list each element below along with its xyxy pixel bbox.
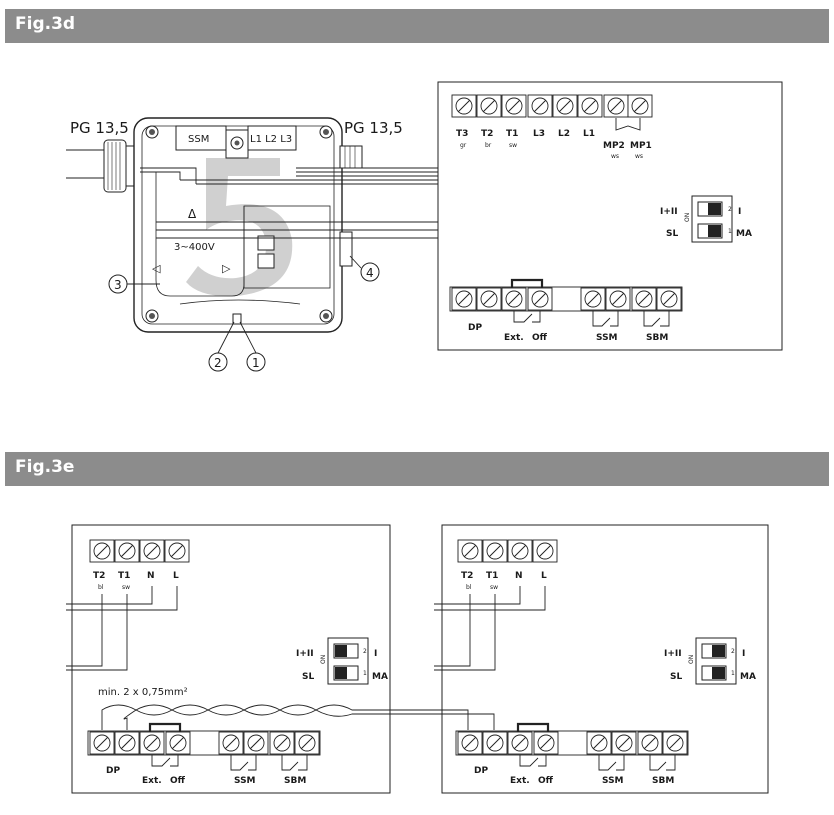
terminal-L2: L2: [558, 129, 570, 139]
arrow-left-icon: ◁: [152, 262, 161, 275]
left-terminal-T2: T2: [93, 571, 105, 581]
pg-right-label: PG 13,5: [344, 119, 403, 137]
label-sbm: SBM: [646, 333, 668, 343]
cable-note: min. 2 x 0,75mm²: [98, 687, 188, 698]
terminal-MP1: MP1: [630, 141, 652, 151]
color-gr: gr: [460, 142, 467, 149]
terminal-MP2: MP2: [603, 141, 625, 151]
left-label-sbm: SBM: [284, 776, 306, 786]
left-dip-num-1: 1: [363, 670, 367, 677]
left-terminal-L: L: [173, 571, 179, 581]
terminal-T3: T3: [456, 129, 468, 139]
label-ext: Ext.: [504, 333, 524, 343]
dip-num-1: 1: [728, 228, 732, 235]
terminal-box-housing: [133, 117, 363, 333]
callout-3: 3: [114, 278, 122, 292]
fig3e-left-dip-switch: [327, 637, 369, 685]
fig3d-dip-switch: [691, 195, 733, 243]
left-dip-num-2: 2: [363, 648, 367, 655]
left-dip-on: ON: [320, 655, 327, 664]
label-off: Off: [532, 333, 548, 343]
dip-num-2: 2: [728, 206, 732, 213]
fig3e-right-top-terminals: [434, 539, 558, 671]
left-label-ext: Ext.: [142, 776, 162, 786]
ssm-terminal: [175, 125, 227, 151]
delta-symbol: Δ: [188, 207, 197, 221]
pg-left-label: PG 13,5: [70, 119, 129, 137]
color-sw: sw: [509, 142, 517, 149]
l123-terminal: [247, 125, 297, 151]
right-dip-num-1: 1: [731, 670, 735, 677]
left-label-off: Off: [170, 776, 186, 786]
terminal-T1: T1: [506, 129, 518, 139]
right-label-sbm: SBM: [652, 776, 674, 786]
fig-3e-title: Fig.3e: [15, 457, 75, 477]
callout-2: 2: [214, 356, 222, 370]
left-dip-label-i: I: [374, 649, 377, 659]
left-color-sw: sw: [122, 584, 130, 591]
fig-3e-title-bar: Fig.3e: [5, 452, 829, 486]
fig3d-callouts: 1 2 3 4: [108, 255, 380, 372]
left-terminal-T1: T1: [118, 571, 130, 581]
right-dip-on: ON: [688, 655, 695, 664]
dip-label-i: I: [738, 207, 741, 217]
fig3d-top-terminal-block: [451, 94, 653, 131]
left-dip-label-sl: SL: [302, 672, 314, 682]
callout-4: 4: [366, 266, 374, 280]
right-label-off: Off: [538, 776, 554, 786]
voltage-label: 3~400V: [174, 242, 215, 253]
right-color-bl: bl: [466, 584, 472, 591]
fig3d-bottom-terminal-block: [449, 278, 683, 327]
right-color-sw: sw: [490, 584, 498, 591]
fig-3d-title-bar: Fig.3d: [5, 9, 829, 43]
l123-terminal-label: L1 L2 L3: [250, 134, 292, 145]
ssm-terminal-label: SSM: [188, 134, 209, 145]
right-terminal-T1: T1: [486, 571, 498, 581]
terminal-L3: L3: [533, 129, 545, 139]
dip-on: ON: [684, 213, 691, 222]
callout-1: 1: [252, 356, 260, 370]
right-dip-num-2: 2: [731, 648, 735, 655]
right-dip-label-ma: MA: [740, 672, 756, 682]
fig-3d-title: Fig.3d: [15, 14, 76, 34]
dip-label-ma: MA: [736, 229, 752, 239]
label-ssm: SSM: [596, 333, 618, 343]
right-label-ssm: SSM: [602, 776, 624, 786]
terminal-L1: L1: [583, 129, 595, 139]
right-dip-label-i: I: [742, 649, 745, 659]
arrow-right-icon: ▷: [222, 262, 231, 275]
fig3e-right-dip-switch: [695, 637, 737, 685]
dip-label-i-ii: I+II: [660, 207, 678, 217]
right-terminal-L: L: [541, 571, 547, 581]
terminal-T2: T2: [481, 129, 493, 139]
right-label-dp: DP: [474, 766, 488, 776]
left-label-ssm: SSM: [234, 776, 256, 786]
label-dp: DP: [468, 323, 482, 333]
right-terminal-T2: T2: [461, 571, 473, 581]
color-br: br: [485, 142, 492, 149]
left-cable-gland: [66, 139, 141, 193]
left-color-bl: bl: [98, 584, 104, 591]
right-dip-label-sl: SL: [670, 672, 682, 682]
color-ws-mp2: ws: [611, 153, 619, 160]
color-ws-mp1: ws: [635, 153, 643, 160]
left-label-dp: DP: [106, 766, 120, 776]
fig3e-left-bottom-terminals: [87, 722, 321, 771]
dip-label-sl: SL: [666, 229, 678, 239]
fig3e-right-bottom-terminals: [455, 722, 689, 771]
right-dip-label-i-ii: I+II: [664, 649, 682, 659]
twisted-pair-cable: [101, 704, 495, 730]
fig3e-left-top-terminals: [66, 539, 190, 671]
left-terminal-N: N: [147, 571, 155, 581]
left-dip-label-i-ii: I+II: [296, 649, 314, 659]
right-terminal-N: N: [515, 571, 523, 581]
left-dip-label-ma: MA: [372, 672, 388, 682]
right-label-ext: Ext.: [510, 776, 530, 786]
